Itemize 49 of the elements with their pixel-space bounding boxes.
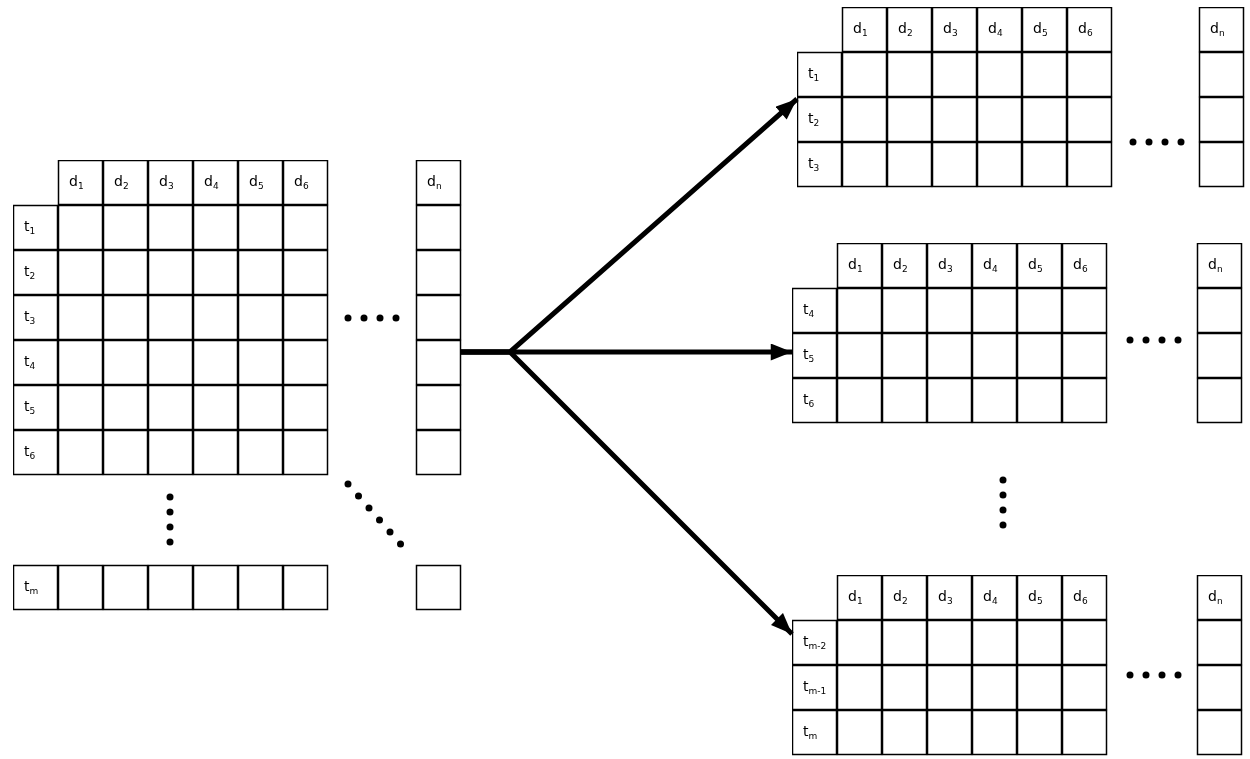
column-header: d$_{2}$ xyxy=(893,256,908,276)
row-label: t$_{1}$ xyxy=(808,65,820,85)
column-header: d$_{2}$ xyxy=(898,20,913,40)
matrix-grid xyxy=(792,243,1242,423)
column-header: d$_{6}$ xyxy=(1078,20,1093,40)
row-label: t$_{3}$ xyxy=(808,155,820,175)
row-label: t$_{2}$ xyxy=(808,110,820,130)
column-header: d$_{6}$ xyxy=(294,173,309,193)
column-header: d$_{n}$ xyxy=(1208,256,1223,276)
row-label: t$_{m}$ xyxy=(803,723,818,743)
row-label: t$_{1}$ xyxy=(24,218,36,238)
arrow xyxy=(461,349,794,636)
column-header: d$_{6}$ xyxy=(1073,256,1088,276)
row-label: t$_{4}$ xyxy=(24,353,36,373)
column-header: d$_{2}$ xyxy=(893,588,908,608)
column-header: d$_{1}$ xyxy=(853,20,868,40)
row-label: t$_{m}$ xyxy=(24,578,39,598)
column-header: d$_{4}$ xyxy=(204,173,219,193)
row-label: t$_{4}$ xyxy=(803,301,815,321)
column-header: d$_{1}$ xyxy=(69,173,84,193)
column-header: d$_{n}$ xyxy=(1208,588,1223,608)
column-header: d$_{5}$ xyxy=(1028,256,1043,276)
row-label: t$_{2}$ xyxy=(24,263,36,283)
column-header: d$_{n}$ xyxy=(1210,20,1225,40)
column-header: d$_{3}$ xyxy=(159,173,174,193)
column-header: d$_{1}$ xyxy=(848,588,863,608)
row-label: t$_{5}$ xyxy=(24,398,36,418)
matrix-grid xyxy=(13,160,461,610)
column-header: d$_{5}$ xyxy=(1033,20,1048,40)
column-header: d$_{5}$ xyxy=(1028,588,1043,608)
matrix-grid xyxy=(797,7,1244,187)
column-header: d$_{n}$ xyxy=(427,173,442,193)
row-label: t$_{m-2}$ xyxy=(803,633,827,653)
column-header: d$_{4}$ xyxy=(983,588,998,608)
row-label: t$_{m-1}$ xyxy=(803,678,827,698)
column-header: d$_{6}$ xyxy=(1073,588,1088,608)
column-header: d$_{3}$ xyxy=(938,256,953,276)
column-header: d$_{2}$ xyxy=(114,173,129,193)
column-header: d$_{5}$ xyxy=(249,173,264,193)
row-label: t$_{6}$ xyxy=(803,391,815,411)
row-label: t$_{5}$ xyxy=(803,346,815,366)
column-header: d$_{4}$ xyxy=(983,256,998,276)
column-header: d$_{3}$ xyxy=(938,588,953,608)
column-header: d$_{1}$ xyxy=(848,256,863,276)
column-header: d$_{4}$ xyxy=(988,20,1003,40)
row-label: t$_{3}$ xyxy=(24,308,36,328)
matrix-grid xyxy=(792,575,1242,755)
row-label: t$_{6}$ xyxy=(24,443,36,463)
column-header: d$_{3}$ xyxy=(943,20,958,40)
